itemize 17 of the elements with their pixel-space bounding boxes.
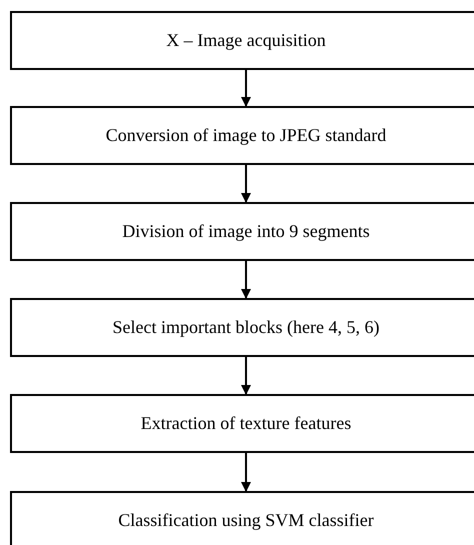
arrow	[241, 357, 251, 395]
process-box	[10, 491, 474, 545]
step-text: Select important blocks (here 4, 5, 6)	[112, 316, 380, 339]
step-text: Extraction of texture features	[140, 412, 352, 435]
process-box	[10, 11, 474, 70]
step-text: X – Image acquisition	[166, 29, 326, 52]
step-text: Classification using SVM classifier	[118, 509, 374, 532]
arrow	[241, 165, 251, 203]
process-box	[10, 106, 474, 165]
process-box	[10, 298, 474, 357]
arrow	[241, 261, 251, 299]
arrow	[241, 453, 251, 492]
step-text: Division of image into 9 segments	[122, 220, 370, 243]
process-box	[10, 394, 474, 453]
arrow	[241, 70, 251, 107]
step-text: Conversion of image to JPEG standard	[106, 124, 386, 147]
process-box	[10, 202, 474, 261]
